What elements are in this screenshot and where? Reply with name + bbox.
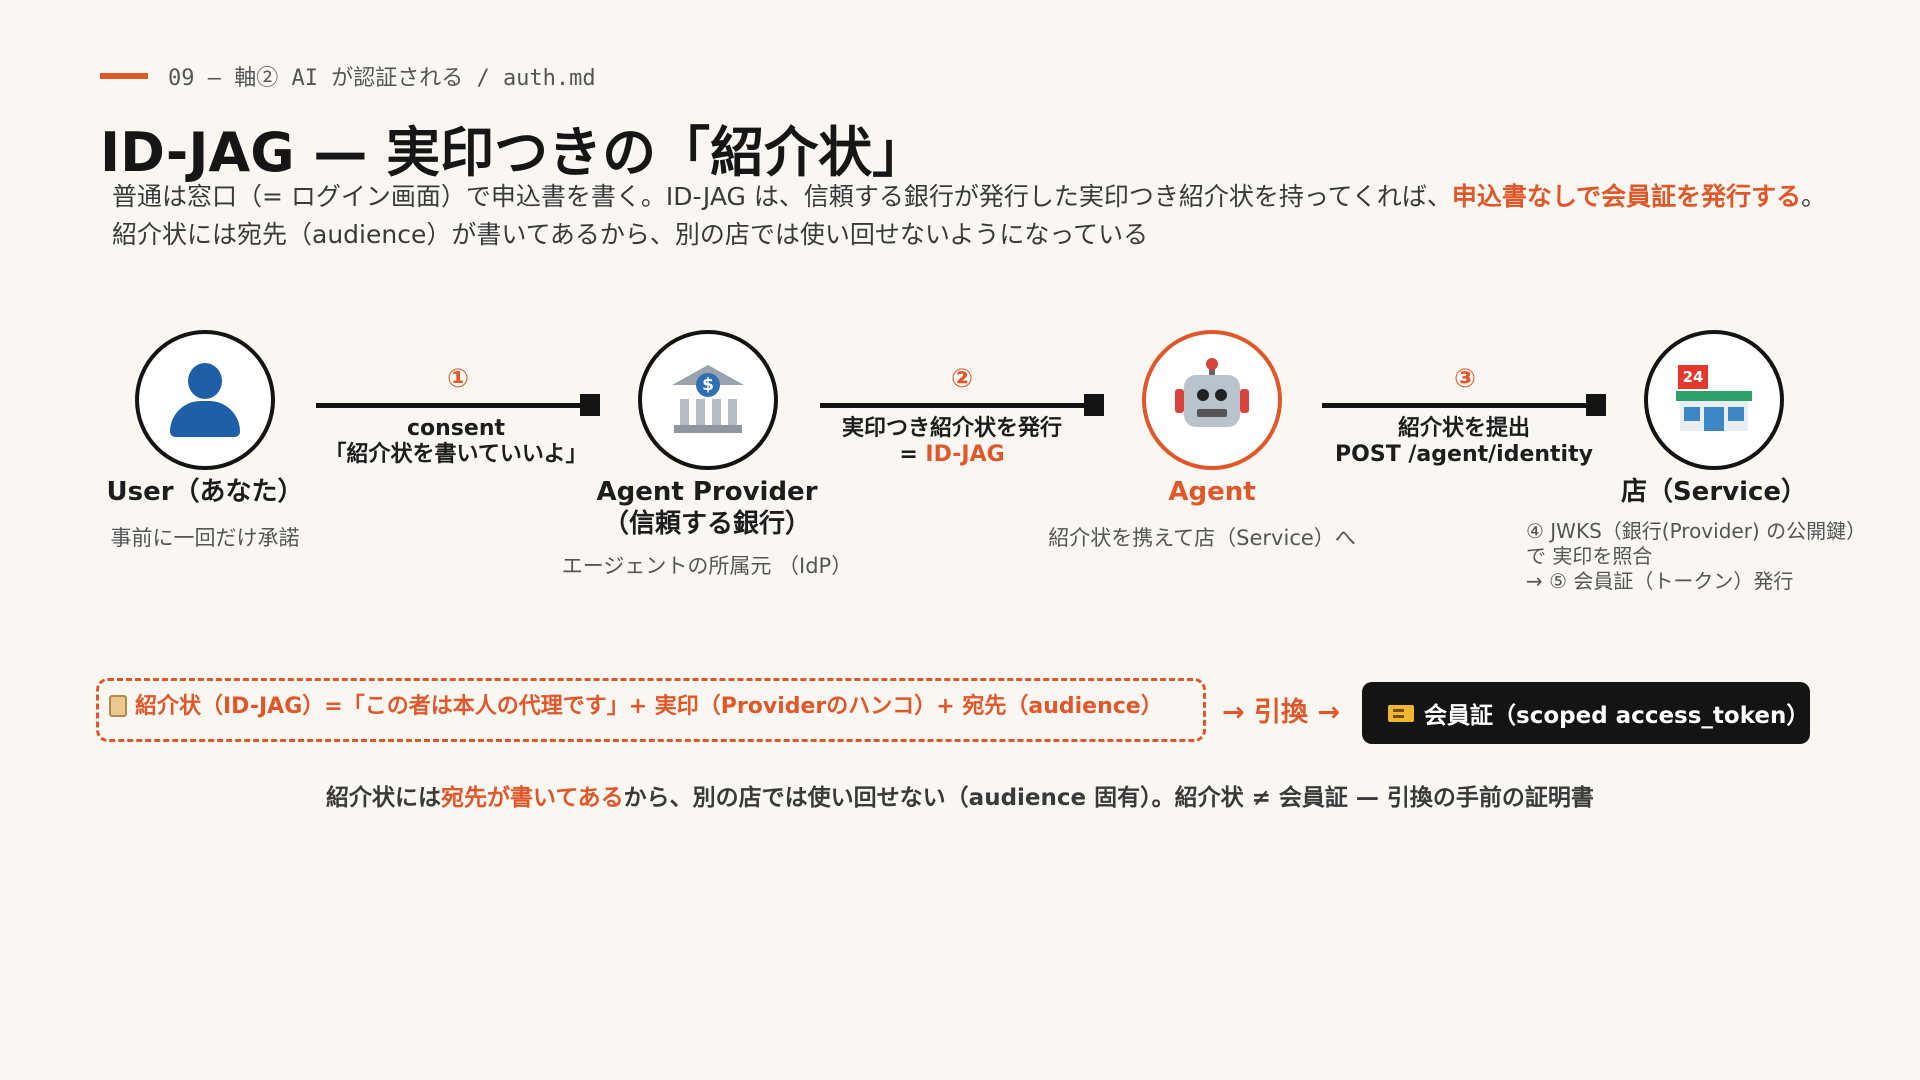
lead-text-2: 。紹介状には宛先（audience）が書いてあるから、別の店では使い回せないよう… xyxy=(112,182,1827,249)
step-3-line-2: POST /agent/identity xyxy=(1335,442,1593,467)
access-token-label: 会員証（scoped access_token） xyxy=(1424,703,1810,729)
step-2-number: ② xyxy=(950,364,974,394)
step-2-label: 実印つき紹介状を発行 = ID-JAG xyxy=(842,416,1062,468)
step-1-label: consent 「紹介状を書いていいよ」 xyxy=(325,416,588,468)
lead-accent-text: 申込書なしで会員証を発行する xyxy=(1451,182,1802,211)
lead-text-1: 普通は窓口（= ログイン画面）で申込書を書く。ID-JAG は、信頼する銀行が発… xyxy=(112,182,1452,211)
footnote-accent: 宛先が書いてある xyxy=(441,785,624,811)
user-sub: 事前に一回だけ承諾 xyxy=(110,526,300,550)
provider-label-line-2: （信頼する銀行） xyxy=(602,509,811,539)
provider-node: $ xyxy=(638,330,778,470)
step-3-line-1: 紹介状を提出 xyxy=(1397,416,1531,441)
eyebrow-accent-bar xyxy=(100,73,148,79)
step-1-line-1: consent xyxy=(406,416,505,441)
exchange-arrow: → 引換 → xyxy=(1222,697,1341,728)
agent-node xyxy=(1142,330,1282,470)
step-2-line-2-prefix: = xyxy=(899,442,926,467)
step-3-number: ③ xyxy=(1453,364,1477,394)
agent-sub: 紹介状を携えて店（Service）へ xyxy=(1048,526,1356,550)
step-1-line-2: 「紹介状を書いていいよ」 xyxy=(324,442,588,467)
convenience-store-icon: 24 xyxy=(1676,365,1752,435)
step-2-line-1: 実印つき紹介状を発行 xyxy=(841,416,1063,441)
lead-paragraph: 普通は窓口（= ログイン画面）で申込書を書く。ID-JAG は、信頼する銀行が発… xyxy=(112,178,1842,254)
service-sub-line-2: で 実印を照合 xyxy=(1526,544,1653,568)
robot-icon xyxy=(1175,358,1249,437)
user-label: User（あなた） xyxy=(106,477,304,507)
user-node xyxy=(135,330,275,470)
agent-label: Agent xyxy=(1168,477,1256,507)
service-label: 店（Service） xyxy=(1620,477,1808,507)
user-icon xyxy=(170,363,240,437)
service-sub-line-3: → ⑤ 会員証（トークン）発行 xyxy=(1526,569,1794,593)
step-2-line-2: = ID-JAG xyxy=(842,442,1062,468)
eyebrow: 09 — 軸② AI が認証される / auth.md xyxy=(100,60,596,92)
arrow-issue xyxy=(820,394,1104,416)
bank-icon: $ xyxy=(672,365,744,435)
service-sub: ④ JWKS（銀行(Provider) の公開鍵） で 実印を照合 → ⑤ 会員… xyxy=(1526,519,1866,594)
ticket-icon xyxy=(1388,704,1414,722)
arrow-consent xyxy=(316,394,600,416)
step-2-accent: ID-JAG xyxy=(925,442,1005,467)
step-1-number: ① xyxy=(446,364,470,394)
id-jag-definition-text: 紹介状（ID-JAG）=「この者は本人の代理です」+ 実印（Providerのハ… xyxy=(135,694,1163,719)
page-title: ID-JAG — 実印つきの「紹介状」 xyxy=(100,121,927,184)
access-token-pill: 会員証（scoped access_token） xyxy=(1362,682,1810,744)
service-node: 24 xyxy=(1644,330,1784,470)
provider-label: Agent Provider （信頼する銀行） xyxy=(596,476,817,540)
footnote-part-2: から、別の店では使い回せない（audience 固有）。紹介状 ≠ 会員証 — … xyxy=(623,785,1594,811)
service-sub-line-1: ④ JWKS（銀行(Provider) の公開鍵） xyxy=(1526,519,1867,543)
footnote: 紹介状には宛先が書いてあるから、別の店では使い回せない（audience 固有）… xyxy=(0,778,1920,812)
scroll-icon xyxy=(109,695,127,717)
arrow-submit xyxy=(1322,394,1606,416)
provider-sub: エージェントの所属元 （IdP） xyxy=(561,554,853,578)
step-3-label: 紹介状を提出 POST /agent/identity xyxy=(1335,416,1593,468)
footnote-part-1: 紹介状には xyxy=(326,785,442,811)
id-jag-definition-box: 紹介状（ID-JAG）=「この者は本人の代理です」+ 実印（Providerのハ… xyxy=(96,678,1206,742)
eyebrow-text: 09 — 軸② AI が認証される / auth.md xyxy=(168,66,596,91)
provider-label-line-1: Agent Provider xyxy=(596,477,818,507)
